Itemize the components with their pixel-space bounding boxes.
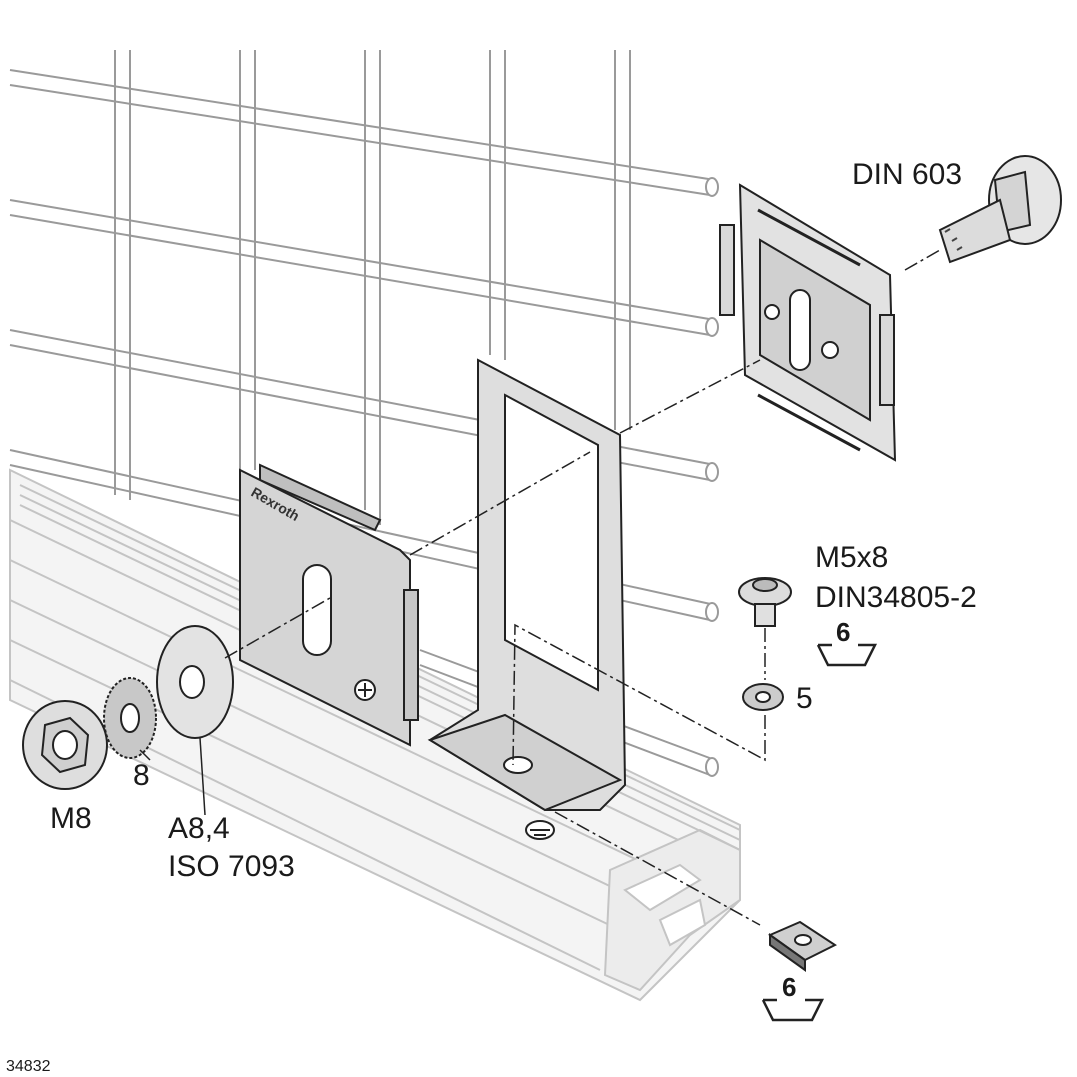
screw-m5x8: [738, 577, 792, 627]
mesh-rod-ends: [705, 177, 719, 777]
mesh-vertical-rods: [114, 50, 631, 525]
ground-symbol: [525, 820, 555, 840]
flange-nut-m8: [22, 700, 108, 790]
clamp-plate-rear: [719, 183, 897, 462]
label-m5x8: M5x8: [815, 541, 888, 574]
drawing-number: 34832: [6, 1058, 51, 1075]
label-washer-8: 8: [133, 759, 150, 792]
label-slot-top: 6: [836, 617, 850, 647]
cover-plate-front: [239, 463, 419, 747]
serrated-washer-5: [742, 683, 784, 711]
mounting-bracket: [427, 358, 627, 812]
serrated-washer-8: [103, 677, 157, 759]
wire-mesh-panel: [9, 50, 719, 777]
label-a84: A8,4: [168, 812, 230, 845]
carriage-bolt-din603: [938, 155, 1062, 264]
label-washer-5: 5: [796, 682, 813, 715]
leader-lines: [139, 737, 206, 816]
label-slot-bottom: 6: [782, 972, 796, 1002]
label-m8: M8: [50, 802, 92, 835]
slot-symbol-bottom: [761, 998, 825, 1022]
label-din34805: DIN34805-2: [815, 581, 977, 614]
slot-symbol-top: [816, 643, 878, 667]
assembly-axis-lines: [224, 249, 941, 926]
label-din603: DIN 603: [852, 158, 962, 191]
label-iso7093: ISO 7093: [168, 850, 295, 883]
washer-a84: [156, 625, 234, 739]
slot-nut: [767, 920, 838, 972]
